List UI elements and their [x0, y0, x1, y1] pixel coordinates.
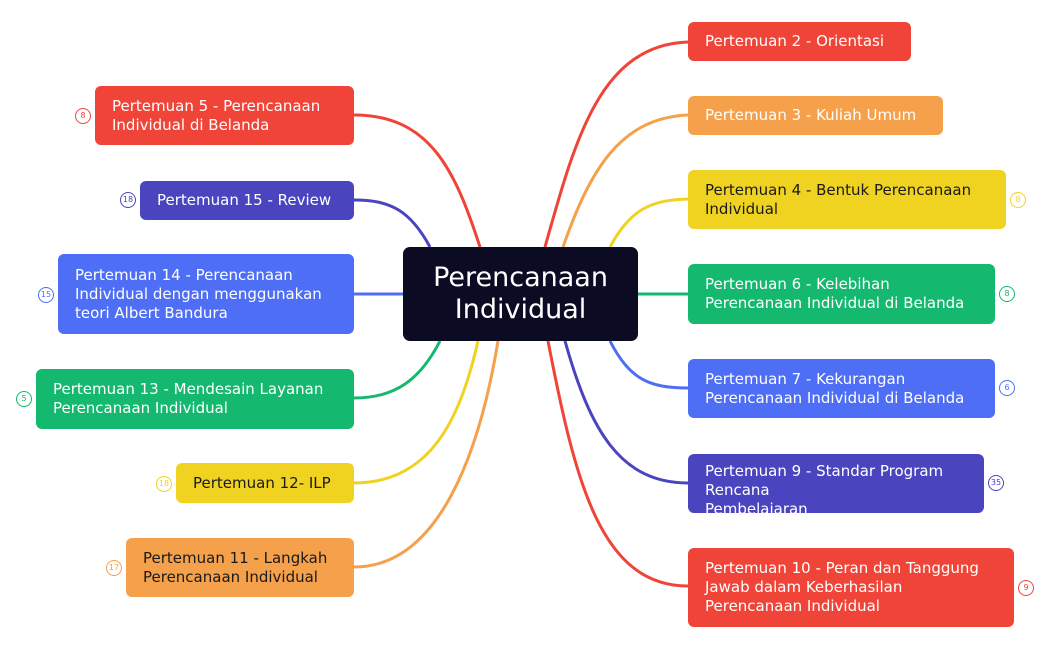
collapsed-count-badge[interactable]: 8	[1010, 192, 1026, 208]
link-p11	[353, 340, 500, 569]
topic-pertemuan-10[interactable]: Pertemuan 10 - Peran dan Tanggung Jawab …	[688, 548, 1014, 627]
link-p4	[608, 197, 689, 248]
topic-label: Pertemuan 9 - Standar Program Rencana Pe…	[705, 462, 944, 513]
collapsed-count-badge[interactable]: 8	[999, 286, 1015, 302]
topic-label: Pertemuan 11 - Langkah Perencanaan Indiv…	[143, 548, 328, 586]
link-p7	[608, 340, 689, 390]
collapsed-count-badge[interactable]: 9	[1018, 580, 1034, 596]
link-p13	[353, 340, 442, 400]
topic-label: Pertemuan 3 - Kuliah Umum	[705, 106, 917, 124]
collapsed-count-badge[interactable]: 6	[999, 380, 1015, 396]
topic-label: Pertemuan 7 - Kekurangan Perencanaan Ind…	[705, 369, 965, 407]
topic-pertemuan-14[interactable]: Pertemuan 14 - Perencanaan Individual de…	[58, 254, 354, 334]
topic-label: Pertemuan 5 - Perencanaan Individual di …	[112, 96, 321, 134]
topic-pertemuan-13[interactable]: Pertemuan 13 - Mendesain Layanan Perenca…	[36, 369, 354, 429]
collapsed-count-badge[interactable]: 35	[988, 475, 1004, 491]
topic-pertemuan-11[interactable]: Pertemuan 11 - Langkah Perencanaan Indiv…	[126, 538, 354, 597]
link-p5	[353, 113, 482, 248]
collapsed-count-badge[interactable]: 17	[106, 560, 122, 576]
topic-label: Pertemuan 4 - Bentuk Perencanaan Individ…	[705, 180, 972, 218]
topic-pertemuan-12[interactable]: Pertemuan 12- ILP	[176, 463, 354, 503]
link-p15	[353, 198, 432, 248]
link-p2	[543, 40, 689, 248]
collapsed-count-badge[interactable]: 18	[156, 476, 172, 492]
collapsed-count-badge[interactable]: 18	[120, 192, 136, 208]
topic-pertemuan-9[interactable]: Pertemuan 9 - Standar Program Rencana Pe…	[688, 454, 984, 513]
topic-label: Pertemuan 14 - Perencanaan Individual de…	[75, 265, 322, 322]
topic-pertemuan-4[interactable]: Pertemuan 4 - Bentuk Perencanaan Individ…	[688, 170, 1006, 229]
topic-pertemuan-15[interactable]: Pertemuan 15 - Review	[140, 181, 354, 220]
link-p3	[561, 113, 689, 248]
collapsed-count-badge[interactable]: 15	[38, 287, 54, 303]
topic-pertemuan-5[interactable]: Pertemuan 5 - Perencanaan Individual di …	[95, 86, 354, 145]
topic-pertemuan-7[interactable]: Pertemuan 7 - Kekurangan Perencanaan Ind…	[688, 359, 995, 418]
topic-label: Pertemuan 10 - Peran dan Tanggung Jawab …	[705, 559, 979, 615]
topic-label: Pertemuan 13 - Mendesain Layanan Perenca…	[53, 380, 324, 417]
topic-pertemuan-3[interactable]: Pertemuan 3 - Kuliah Umum	[688, 96, 943, 135]
central-topic-label: Perencanaan Individual	[433, 262, 608, 325]
collapsed-count-badge[interactable]: 8	[75, 108, 91, 124]
topic-pertemuan-6[interactable]: Pertemuan 6 - Kelebihan Perencanaan Indi…	[688, 264, 995, 324]
topic-label: Pertemuan 12- ILP	[193, 473, 331, 492]
topic-label: Pertemuan 2 - Orientasi	[705, 32, 885, 50]
link-p12	[353, 340, 480, 485]
topic-label: Pertemuan 6 - Kelebihan Perencanaan Indi…	[705, 275, 965, 312]
link-p9	[563, 340, 689, 485]
central-topic[interactable]: Perencanaan Individual	[403, 247, 638, 341]
topic-label: Pertemuan 15 - Review	[157, 191, 332, 209]
link-p10	[546, 340, 689, 588]
collapsed-count-badge[interactable]: 5	[16, 391, 32, 407]
topic-pertemuan-2[interactable]: Pertemuan 2 - Orientasi	[688, 22, 911, 61]
